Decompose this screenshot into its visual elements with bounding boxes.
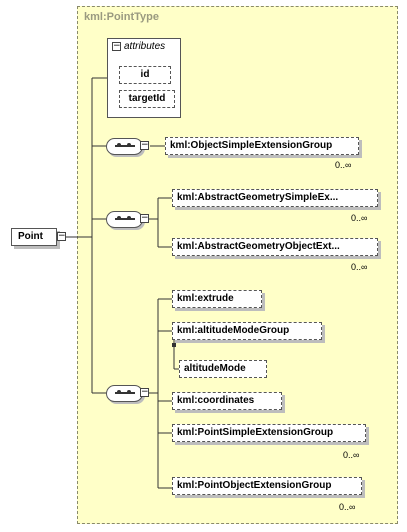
element-abstract-geometry-object-ext[interactable]: kml:AbstractGeometryObjectExt...	[172, 238, 378, 256]
collapse-sequence-2-icon[interactable]: −	[140, 213, 149, 223]
element-abstract-geometry-simple-ext[interactable]: kml:AbstractGeometrySimpleEx...	[172, 189, 378, 207]
sequence-icon	[115, 143, 135, 150]
element-altitude-mode[interactable]: altitudeMode	[179, 360, 267, 378]
cardinality-g2-2: 0..∞	[351, 262, 368, 272]
sequence-icon	[115, 390, 135, 397]
cardinality-g1: 0..∞	[335, 160, 352, 170]
element-coordinates[interactable]: kml:coordinates	[172, 392, 282, 410]
sequence-icon	[115, 216, 135, 223]
element-altitude-mode-group[interactable]: kml:altitudeModeGroup	[172, 322, 322, 340]
sequence-compositor-2[interactable]	[106, 211, 143, 228]
collapse-root-icon[interactable]: −	[57, 231, 66, 241]
element-extrude[interactable]: kml:extrude	[172, 290, 262, 308]
element-point-simple-extension-group[interactable]: kml:PointSimpleExtensionGroup	[172, 424, 366, 442]
cardinality-g3-2: 0..∞	[339, 502, 356, 512]
sequence-compositor-1[interactable]	[106, 138, 143, 155]
collapse-sequence-1-icon[interactable]: −	[140, 140, 149, 150]
sequence-compositor-3[interactable]	[106, 385, 143, 402]
element-point-object-extension-group[interactable]: kml:PointObjectExtensionGroup	[172, 477, 362, 495]
type-title: kml:PointType	[84, 11, 159, 23]
cardinality-g3-1: 0..∞	[343, 450, 360, 460]
root-element-point[interactable]: Point	[11, 228, 57, 246]
element-object-simple-extension-group[interactable]: kml:ObjectSimpleExtensionGroup	[165, 137, 359, 155]
attribute-targetid[interactable]: targetId	[119, 90, 175, 108]
cardinality-g2-1: 0..∞	[351, 213, 368, 223]
collapse-attributes-icon[interactable]: −	[112, 41, 121, 51]
attributes-title: attributes	[124, 41, 166, 52]
collapse-sequence-3-icon[interactable]: −	[140, 387, 149, 397]
attribute-id[interactable]: id	[119, 66, 171, 84]
